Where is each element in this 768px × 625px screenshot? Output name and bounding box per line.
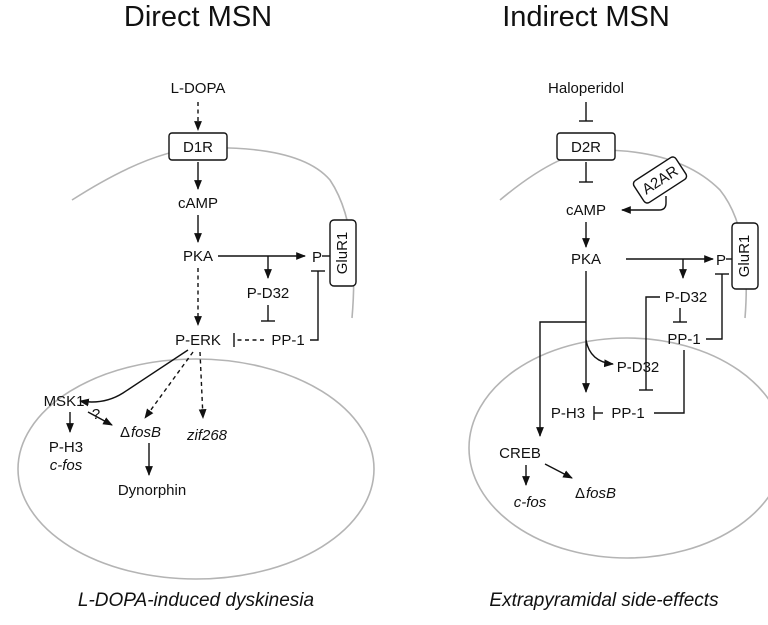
upper-pp1-inhibits-p-line [706, 274, 723, 340]
upper-pp1-to-lower-pp1-line [654, 350, 685, 414]
perk-to-msk1-arrow [79, 349, 189, 407]
d2r-label: D2R [571, 139, 601, 156]
pp1-inhibits-p-line [310, 271, 319, 341]
indirect-msn-title: Indirect MSN [502, 1, 670, 33]
direct-msn-panel: Direct MSN L-DOPA D1R cAMP PKA P GluR1 P… [17, 1, 375, 611]
direct-msn-caption: L-DOPA-induced dyskinesia [78, 590, 314, 611]
d1r-label: D1R [183, 139, 213, 156]
fosb-label: fosB [131, 424, 161, 441]
pp1-label: PP-1 [271, 332, 304, 349]
dynorphin-label: Dynorphin [118, 482, 186, 499]
ldopa-label: L-DOPA [171, 80, 226, 97]
glur1-box [329, 219, 357, 287]
a2ar-box [632, 156, 688, 204]
zif268-label: zif268 [186, 427, 228, 444]
msk1-label: MSK1 [44, 393, 85, 410]
indirect-msn-panel: Indirect MSN Haloperidol D2R A2AR cAMP P… [468, 1, 768, 611]
a2ar-to-camp-arrow [621, 196, 667, 214]
fosb-label: fosB [586, 485, 616, 502]
direct-msn-title: Direct MSN [124, 1, 272, 33]
a2ar-receptor: A2AR [632, 156, 688, 204]
pka-label: PKA [571, 251, 601, 268]
upper-pp1-label: PP-1 [667, 331, 700, 348]
d1r-receptor-box [168, 132, 228, 161]
ph3-label: P-H3 [551, 405, 585, 422]
pka-to-lower-pd32-arrow [585, 339, 614, 368]
perk-label: P-ERK [175, 332, 221, 349]
upper-pd32-to-lower-pp1-line [645, 296, 660, 390]
lower-pd32-label: P-D32 [617, 359, 660, 376]
creb-label: CREB [499, 445, 541, 462]
p-label: P [716, 252, 726, 269]
cfos-label: c-fos [50, 457, 83, 474]
cell-membrane [499, 149, 748, 319]
ph3-label: P-H3 [49, 439, 83, 456]
cell-membrane [71, 146, 355, 319]
p-label: P [312, 249, 322, 266]
upper-pd32-label: P-D32 [665, 289, 708, 306]
perk-to-fosb-arrow [144, 351, 194, 419]
d2r-receptor-box [556, 132, 616, 161]
msk1-to-fosb-arrow [87, 411, 113, 426]
creb-to-fosb-arrow [544, 463, 573, 479]
haloperidol-label: Haloperidol [548, 80, 624, 97]
lower-pp1-label: PP-1 [611, 405, 644, 422]
nucleus [468, 337, 768, 559]
cfos-label: c-fos [514, 494, 547, 511]
perk-to-zif268-arrow [198, 351, 207, 419]
fosb-delta-symbol: Δ [575, 485, 585, 502]
indirect-msn-caption: Extrapyramidal side-effects [489, 590, 719, 611]
pka-to-creb-arrow [536, 321, 586, 437]
camp-label: cAMP [178, 195, 218, 212]
question-mark: ? [92, 406, 100, 423]
pd32-label: P-D32 [247, 285, 290, 302]
pka-label: PKA [183, 248, 213, 265]
glur1-label: GluR1 [334, 232, 351, 275]
fosb-delta-symbol: Δ [120, 424, 130, 441]
glur1-box [731, 222, 759, 290]
nucleus [17, 358, 375, 580]
glur1-label: GluR1 [736, 235, 753, 278]
camp-label: cAMP [566, 202, 606, 219]
